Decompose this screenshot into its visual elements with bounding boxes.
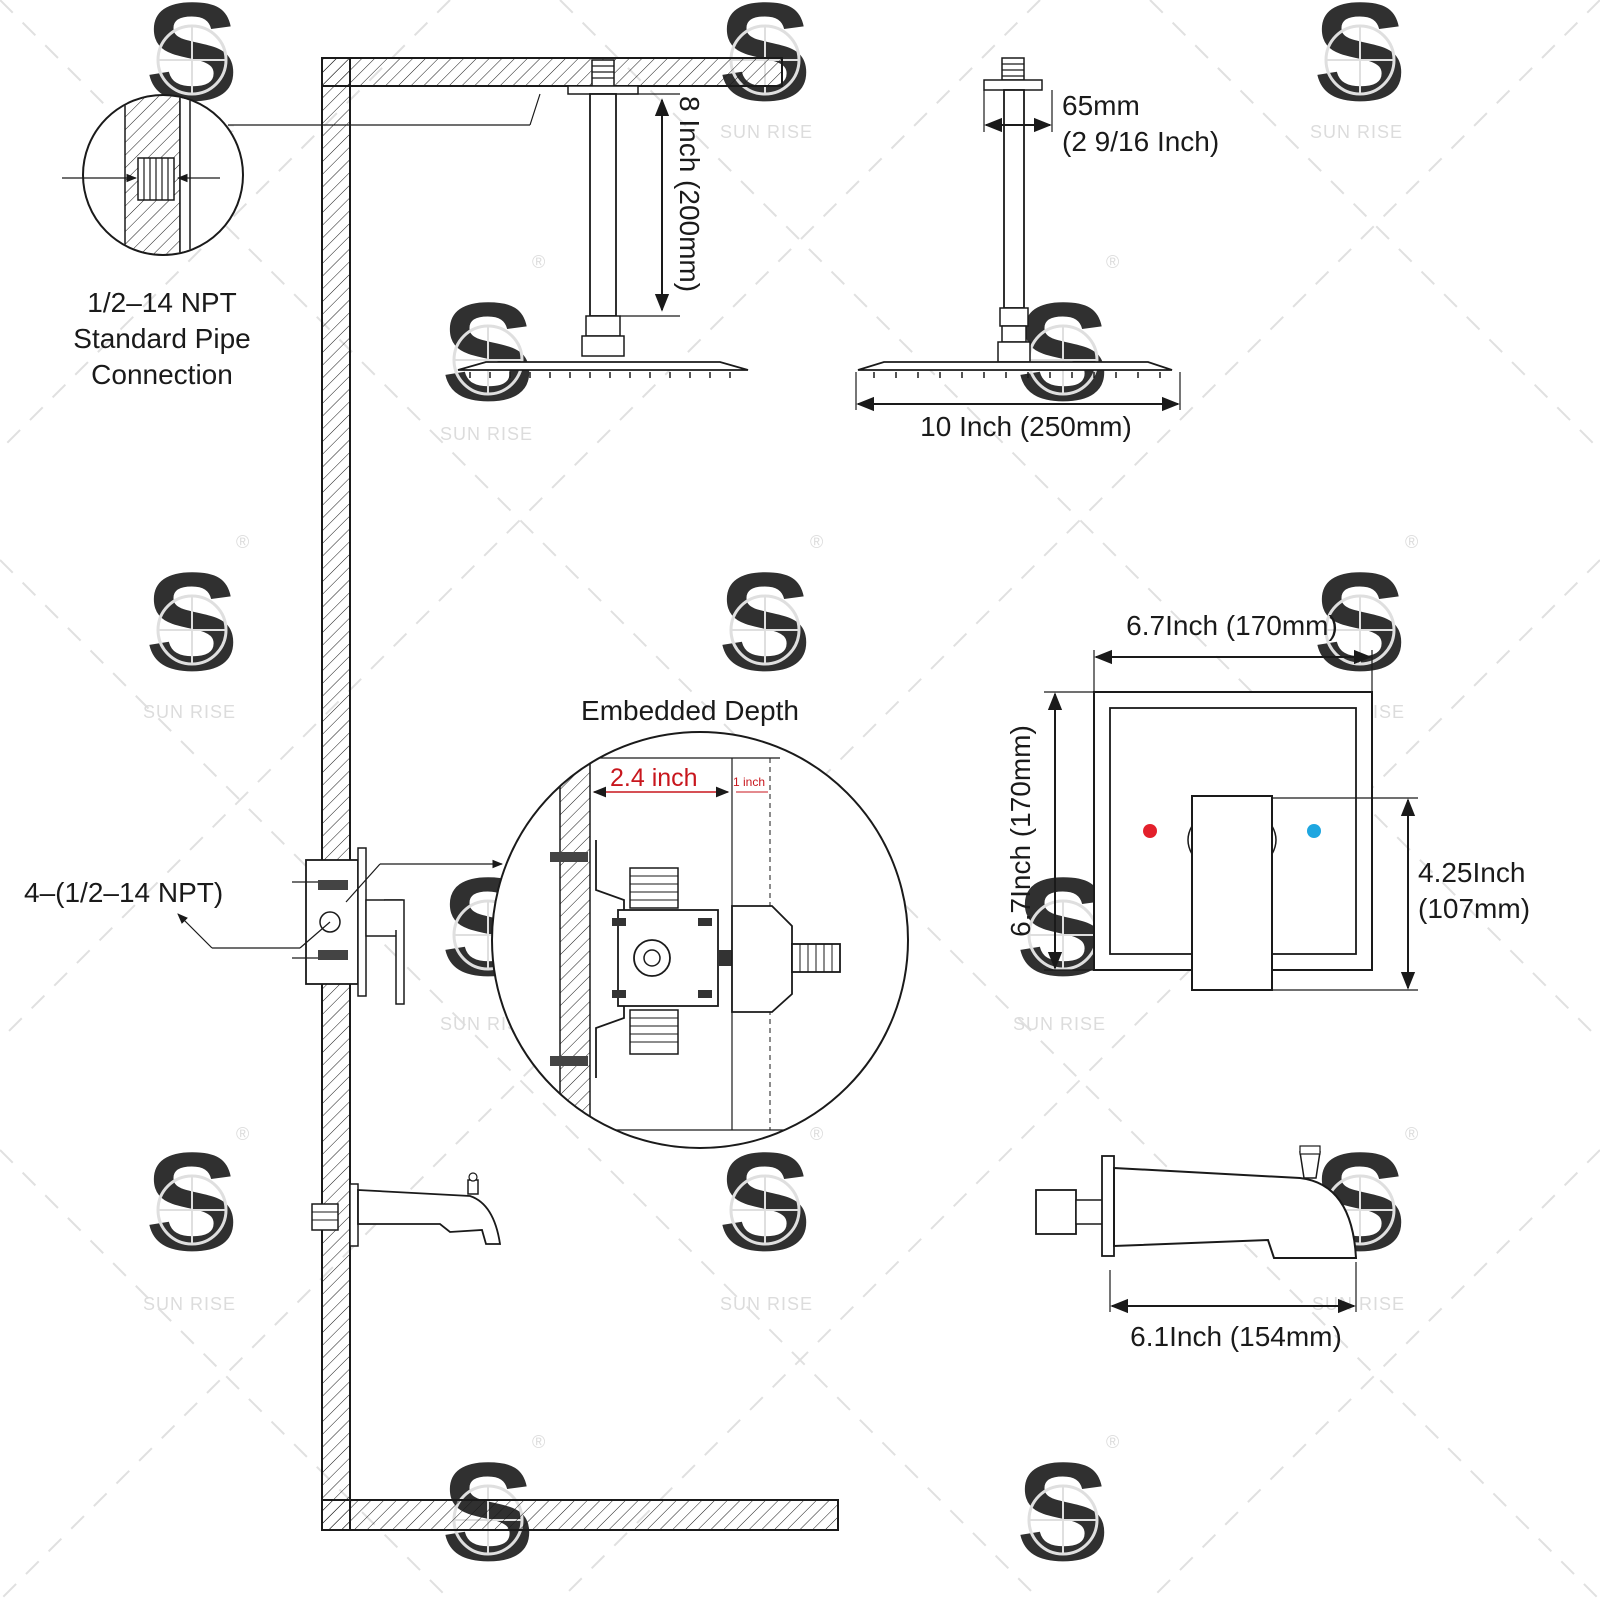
trim-plate-height-label: 6.7Inch (170mm) xyxy=(1005,725,1036,937)
watermark-logo-12 xyxy=(716,1121,814,1282)
pipe-connection-label-line3: Connection xyxy=(91,359,233,390)
shower-arm-length-label: 8 Inch (200mm) xyxy=(674,96,705,292)
registered-mark: ® xyxy=(236,1124,250,1144)
registered-mark: ® xyxy=(1106,1432,1120,1452)
handle-height-mm-label: (107mm) xyxy=(1418,893,1530,924)
pipe-connection-label-line1: 1/2–14 NPT xyxy=(87,287,236,318)
flange-diameter-mm-label: 65mm xyxy=(1062,90,1140,121)
shower-head-width-label: 10 Inch (250mm) xyxy=(920,411,1132,442)
registered-mark: ® xyxy=(532,1432,546,1452)
trim-plate-dimension-view: 6.7Inch (170mm) 6.7Inch (170mm) 4.25Inch… xyxy=(1005,610,1530,991)
embedded-depth-detail: Embedded Depth xyxy=(491,695,909,1149)
watermark-logo-4 xyxy=(439,271,537,432)
installed-tub-spout xyxy=(311,1172,502,1247)
watermark-logo-3 xyxy=(1311,0,1409,132)
cold-indicator-icon xyxy=(1307,824,1321,838)
tub-spout-dimension-view: 6.1Inch (154mm) xyxy=(1035,1145,1358,1352)
pipe-connection-detail: 1/2–14 NPT Standard Pipe Connection xyxy=(62,94,251,390)
watermark-logo-15 xyxy=(1014,1431,1112,1592)
registered-mark: ® xyxy=(810,532,824,552)
watermark-text: SUN RISE xyxy=(143,1294,236,1314)
watermark-logo-6 xyxy=(143,541,241,702)
watermark-text: SUN RISE xyxy=(143,702,236,722)
registered-mark: ® xyxy=(1405,1124,1419,1144)
trim-plate-width-label: 6.7Inch (170mm) xyxy=(1126,610,1338,641)
valve-connection-label: 4–(1/2–14 NPT) xyxy=(24,877,223,908)
watermark-logo-7 xyxy=(716,541,814,702)
watermark-text: SUN RISE xyxy=(440,424,533,444)
watermark-text: SUN RISE xyxy=(1310,122,1403,142)
registered-mark: ® xyxy=(1106,252,1120,272)
watermark-logo-11 xyxy=(143,1121,241,1282)
watermark-text: SUN RISE xyxy=(720,122,813,142)
handle-height-inch-label: 4.25Inch xyxy=(1418,857,1525,888)
installed-valve: 4–(1/2–14 NPT) xyxy=(24,847,504,1005)
embedded-depth-value-label: 2.4 inch xyxy=(610,764,698,792)
flange-diameter-inch-label: (2 9/16 Inch) xyxy=(1062,126,1219,157)
registered-mark: ® xyxy=(810,1124,824,1144)
pipe-connection-label-line2: Standard Pipe xyxy=(73,323,250,354)
registered-mark: ® xyxy=(1405,532,1419,552)
embedded-depth-extra-label: 1 inch xyxy=(733,775,765,789)
embedded-depth-title: Embedded Depth xyxy=(581,695,799,726)
watermark-text: SUN RISE xyxy=(720,1294,813,1314)
registered-mark: ® xyxy=(532,252,546,272)
wall-section xyxy=(321,57,839,1531)
tub-spout-length-label: 6.1Inch (154mm) xyxy=(1130,1321,1342,1352)
watermark-text: SUN RISE xyxy=(1312,1294,1405,1314)
shower-head-dimension-view: 65mm (2 9/16 Inch) 10 Inch (250mm) xyxy=(855,57,1219,442)
watermark-text: SUN RISE xyxy=(1013,1014,1106,1034)
installed-shower-head: 8 Inch (200mm) xyxy=(228,59,749,378)
registered-mark: ® xyxy=(236,532,250,552)
hot-indicator-icon xyxy=(1143,824,1157,838)
